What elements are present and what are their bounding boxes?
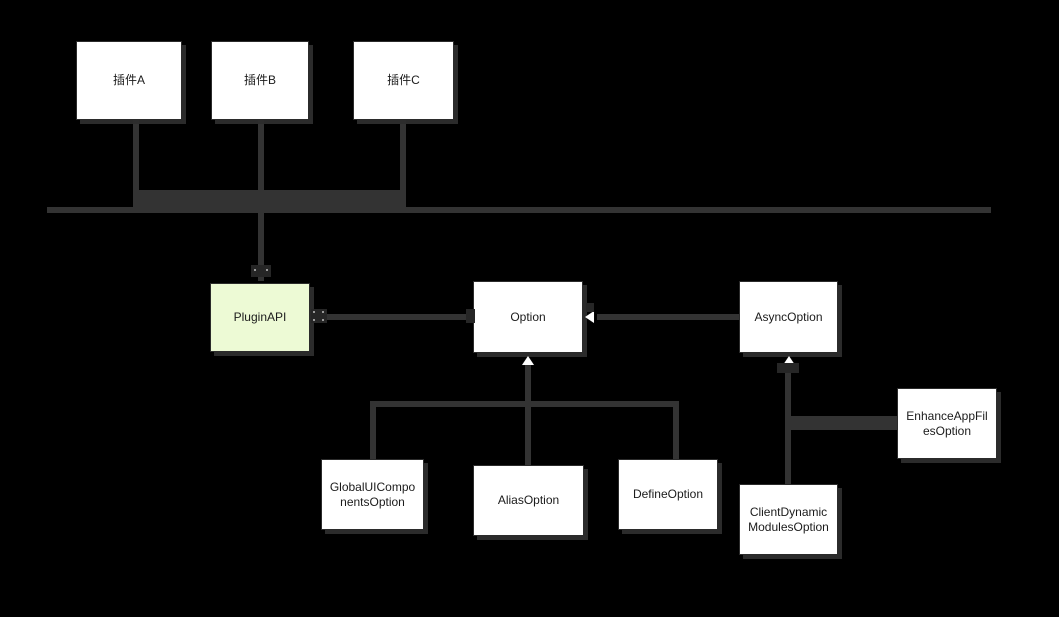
- generalization-arrow-async-option-children: [783, 356, 795, 365]
- node-async-option-label: AsyncOption: [754, 309, 823, 324]
- node-alias-option[interactable]: AliasOption: [473, 465, 584, 536]
- node-option[interactable]: Option: [473, 281, 583, 353]
- edge-plugin-c-to-bus: [400, 120, 406, 212]
- node-define-option-label: DefineOption: [632, 487, 704, 501]
- bus-separator-line: [47, 207, 991, 213]
- edge-plugin-b-to-bus: [258, 120, 264, 212]
- node-client-dynamic-modules-option[interactable]: ClientDynamicModulesOption: [739, 484, 838, 555]
- edge-plugin-a-to-bus: [133, 120, 139, 212]
- edge-bus-to-plugin-api: [258, 211, 264, 281]
- generalization-arrow-option-children: [522, 356, 534, 365]
- edge-bus-to-plugin-api-marker: [251, 265, 271, 277]
- option-right-port: [586, 303, 594, 312]
- node-alias-option-label: AliasOption: [497, 493, 560, 507]
- node-option-label: Option: [510, 309, 546, 324]
- generalization-arrow-async-option: [585, 311, 594, 323]
- node-plugin-api[interactable]: PluginAPI: [210, 283, 310, 352]
- edge-option-children-trunk: [525, 365, 531, 401]
- edge-rail-to-alias-option: [525, 401, 531, 465]
- node-plugin-api-label: PluginAPI: [233, 310, 287, 324]
- node-plugin-c[interactable]: 插件C: [353, 41, 454, 120]
- node-enhance-app-files-option-label: EnhanceAppFilesOption: [906, 408, 988, 438]
- node-client-dynamic-modules-option-label: ClientDynamicModulesOption: [748, 504, 829, 534]
- node-async-option[interactable]: AsyncOption: [739, 281, 838, 353]
- node-enhance-app-files-option[interactable]: EnhanceAppFilesOption: [897, 388, 997, 459]
- edge-plugin-bus-join: [133, 190, 406, 211]
- edge-async-option-to-option: [597, 314, 739, 320]
- edge-rail-to-define-option: [673, 401, 679, 459]
- node-define-option[interactable]: DefineOption: [618, 459, 718, 530]
- node-plugin-a-label: 插件A: [112, 73, 145, 87]
- node-plugin-b[interactable]: 插件B: [211, 41, 309, 120]
- node-plugin-a[interactable]: 插件A: [76, 41, 182, 120]
- edge-async-option-to-enhance-app-files-option: [785, 416, 900, 430]
- option-left-port: [466, 309, 475, 323]
- node-global-ui-components-option-label: GlobalUIComponentsOption: [329, 479, 416, 509]
- node-global-ui-components-option[interactable]: GlobalUIComponentsOption: [321, 459, 424, 530]
- edge-rail-to-global-ui-components-option: [370, 401, 376, 459]
- edge-option-to-plugin-api-handles: [311, 309, 327, 323]
- edge-bus-to-plugin-api-handles: [251, 265, 271, 277]
- node-plugin-c-label: 插件C: [387, 73, 420, 87]
- edge-option-to-plugin-api: [318, 314, 475, 320]
- edge-option-children-rail: [370, 401, 679, 407]
- node-plugin-b-label: 插件B: [243, 73, 276, 87]
- async-option-children-marker: [777, 363, 799, 373]
